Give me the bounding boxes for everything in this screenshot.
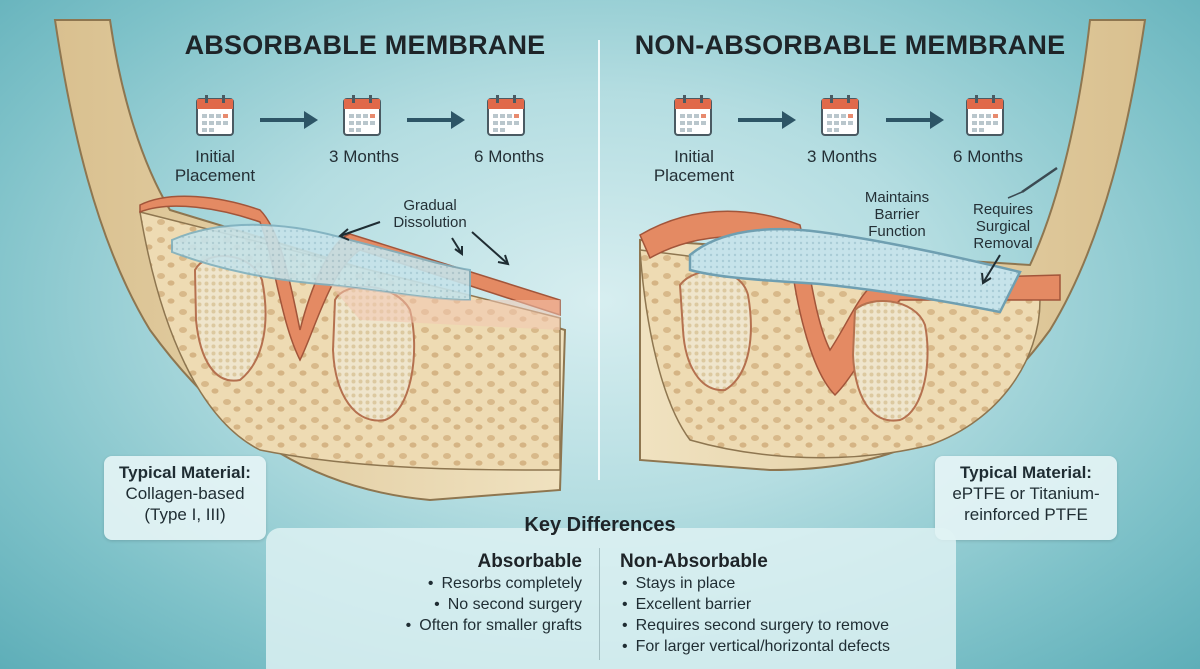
right-jaw-illustration xyxy=(639,19,1147,472)
list-item: Often for smaller grafts xyxy=(340,615,582,636)
calendar-icon xyxy=(196,95,234,136)
annotation-arrows xyxy=(338,221,1001,285)
left-step-3-months: 3 Months xyxy=(329,147,399,166)
left-jaw-illustration xyxy=(53,19,567,502)
arrow-right-icon xyxy=(260,111,318,129)
calendar-icon xyxy=(343,95,381,136)
list-item: No second surgery xyxy=(340,594,582,615)
non-absorbable-bullet-list: Stays in place Excellent barrier Require… xyxy=(622,573,952,657)
right-step-3-months: 3 Months xyxy=(807,147,877,166)
key-differences-title: Key Differences xyxy=(524,514,676,536)
list-item: Excellent barrier xyxy=(622,594,952,615)
calendar-icon xyxy=(487,95,525,136)
key-divider xyxy=(599,548,600,660)
absorbable-material-callout: Typical Material: Collagen-based (Type I… xyxy=(104,456,266,540)
absorbable-column-heading: Absorbable xyxy=(477,551,582,572)
list-item: Requires second surgery to remove xyxy=(622,615,952,636)
non-absorbable-title: NON-ABSORBABLE MEMBRANE xyxy=(634,30,1066,60)
arrow-right-icon xyxy=(886,111,944,129)
calendar-icon xyxy=(821,95,859,136)
list-item: Resorbs completely xyxy=(340,573,583,594)
calendar-icon xyxy=(674,95,712,136)
absorbable-title: ABSORBABLE MEMBRANE xyxy=(184,30,546,60)
right-step-6-months: 6 Months xyxy=(953,147,1023,166)
surgical-probe-icon xyxy=(1007,166,1058,199)
center-divider xyxy=(598,40,600,480)
non-absorbable-column-heading: Non-Absorbable xyxy=(620,551,768,572)
left-step-6-months: 6 Months xyxy=(474,147,544,166)
absorbable-bullet-list: Resorbs completely No second surgery Oft… xyxy=(340,573,582,636)
list-item: Stays in place xyxy=(622,573,952,594)
arrow-right-icon xyxy=(738,111,796,129)
arrow-right-icon xyxy=(407,111,465,129)
non-absorbable-material-callout: Typical Material: ePTFE or Titanium- rei… xyxy=(935,456,1117,540)
calendar-icon xyxy=(966,95,1004,136)
list-item: For larger vertical/horizontal defects xyxy=(622,636,952,657)
